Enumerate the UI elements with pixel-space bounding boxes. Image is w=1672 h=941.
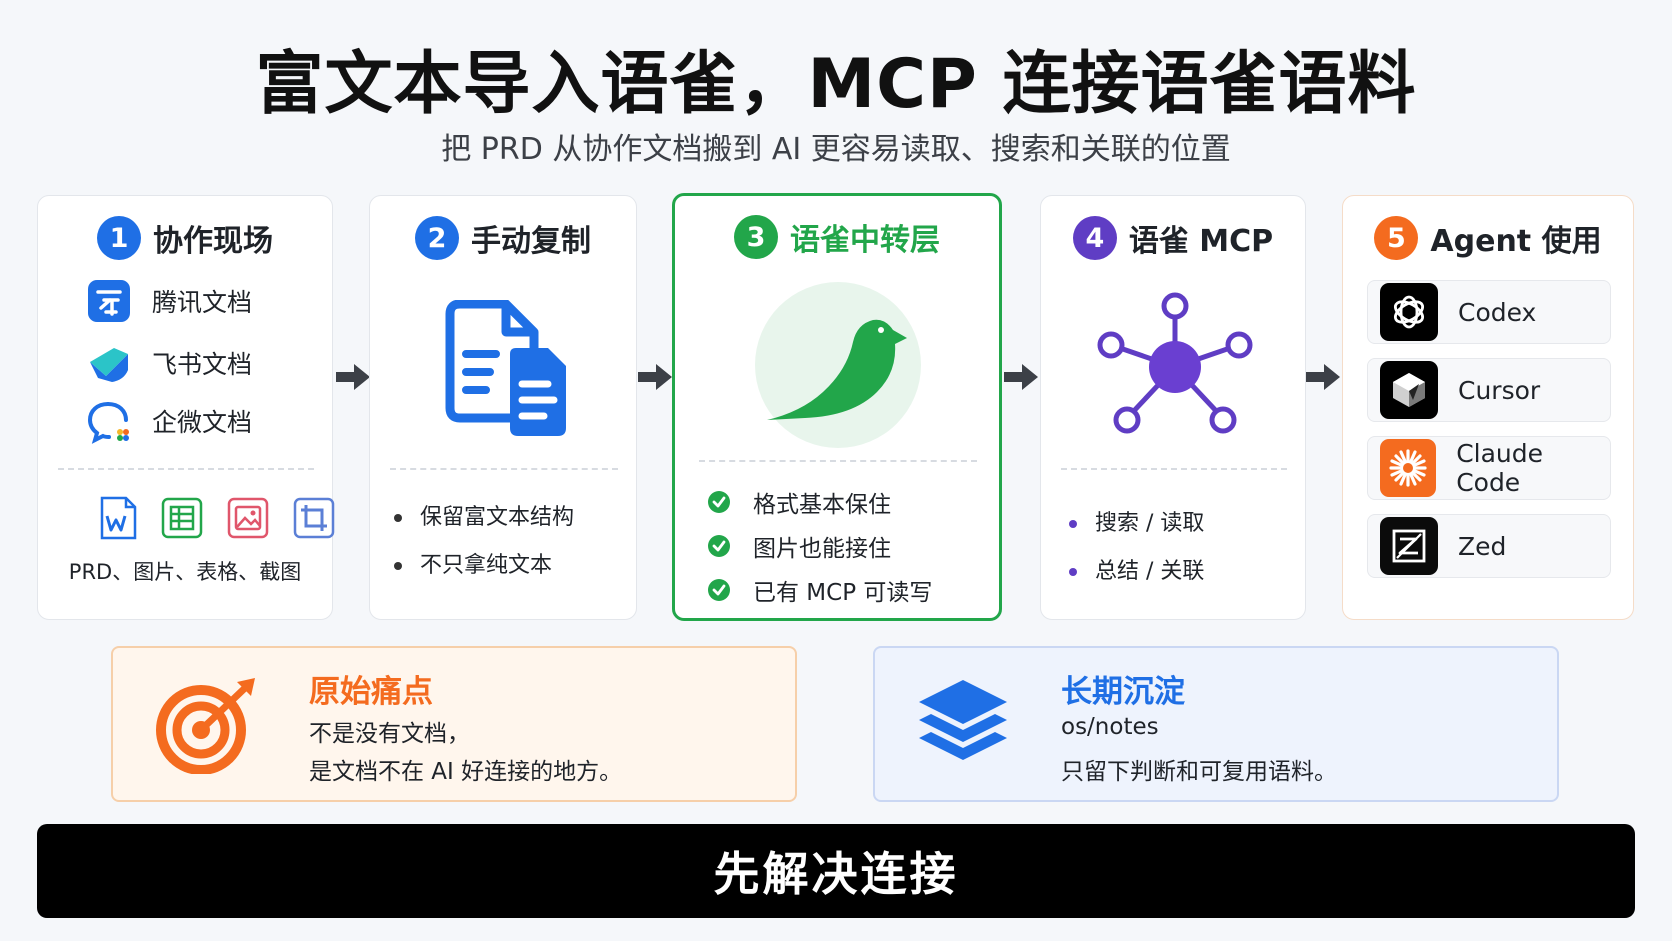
step-checklist: 格式基本保住 图片也能接住 已有 MCP 可读写 [707,480,932,612]
claude-icon [1380,439,1437,497]
cursor-icon [1380,361,1438,419]
step-number-badge: 3 [734,215,778,259]
check-item: 图片也能接住 [707,524,932,568]
app-label: 企微文档 [152,408,253,437]
divider [1061,468,1287,470]
flow-arrow-icon [638,364,672,390]
flow-arrow-icon [1004,364,1038,390]
check-circle-icon [708,491,730,513]
crop-icon [293,497,335,539]
bullet-item: 总结 / 关联 [1067,548,1204,596]
step-title: 协作现场 [153,224,273,259]
word-file-icon [100,496,137,540]
tencent-docs-icon [88,280,130,322]
feishu-docs-icon [90,348,128,382]
long-term-panel: 长期沉淀 os/notes 只留下判断和可复用语料。 [873,646,1559,802]
step-number-badge: 1 [97,216,141,260]
check-item: 格式基本保住 [707,480,932,524]
target-icon [156,678,255,774]
panel-line: os/notes [1061,714,1159,740]
divider [58,468,314,470]
step-card-copy: 2 手动复制 保留富文本结构 不只拿纯文本 [369,195,637,620]
divider [699,460,977,462]
step-number-badge: 4 [1072,216,1117,260]
copy-document-icon [445,300,566,436]
yuque-logo-circle [755,282,921,448]
step-header: 4 语雀 MCP [1041,216,1305,260]
agent-label: Claude Code [1456,439,1544,497]
agent-claude-code[interactable]: Claude Code [1367,436,1611,500]
panel-title: 长期沉淀 [1061,674,1185,710]
page-title: 富文本导入语雀，MCP 连接语雀语料 [255,45,1417,124]
step-number-badge: 2 [415,216,459,260]
step-card-yuque: 3 语雀中转层 格式基本保住 图片也能接住 已有 MCP 可读写 [672,193,1002,621]
app-row-wecom: 企微文档 [86,398,252,444]
check-item: 已有 MCP 可读写 [707,568,932,612]
panel-line: 只留下判断和可复用语料。 [1061,759,1337,785]
agent-zed[interactable]: Zed [1367,514,1611,578]
step-card-agents: 5 Agent 使用 Codex Cursor [1342,195,1634,620]
step-title: 语雀 MCP [1128,224,1274,259]
agent-label: Cursor [1458,375,1541,405]
file-type-caption: PRD、图片、表格、截图 [68,560,302,584]
step-header: 5 Agent 使用 [1343,216,1633,260]
app-label: 飞书文档 [152,350,253,379]
step-title: Agent 使用 [1430,224,1602,259]
image-file-icon [227,497,269,539]
divider [390,468,618,470]
pain-point-panel: 原始痛点 不是没有文档， 是文档不在 AI 好连接的地方。 [111,646,797,802]
file-type-icons [98,496,358,540]
conclusion-banner: 先解决连接 [37,824,1635,918]
app-label: 腾讯文档 [152,288,253,317]
step-bullets: 保留富文本结构 不只拿纯文本 [392,494,574,590]
agent-codex[interactable]: Codex [1367,280,1611,344]
bullet-item: 搜索 / 读取 [1067,500,1204,548]
flow-arrow-icon [1306,364,1340,390]
app-row-tencent: 腾讯文档 [86,278,252,324]
page-subtitle: 把 PRD 从协作文档搬到 AI 更容易读取、搜索和关联的位置 [441,132,1231,167]
agent-cursor[interactable]: Cursor [1367,358,1611,422]
step-title: 手动复制 [471,224,591,259]
bullet-item: 保留富文本结构 [392,494,574,542]
check-circle-icon [708,579,730,601]
zed-icon [1380,517,1438,575]
check-circle-icon [708,535,730,557]
step-bullets: 搜索 / 读取 总结 / 关联 [1067,500,1204,596]
agent-label: Codex [1458,297,1537,327]
panel-line: 是文档不在 AI 好连接的地方。 [309,759,623,785]
step-number-badge: 5 [1374,216,1419,260]
openai-icon [1380,283,1438,341]
app-row-feishu: 飞书文档 [86,340,252,386]
agent-label: Zed [1458,531,1507,561]
step-header: 2 手动复制 [370,216,636,260]
panel-line: 不是没有文档， [309,721,470,747]
yuque-bird-icon [767,319,907,420]
bullet-item: 不只拿纯文本 [392,542,574,590]
step-title: 语雀中转层 [790,223,940,258]
wecom-docs-icon [87,402,129,444]
step-card-collab: 1 协作现场 腾讯文档 飞书文档 企微文档 [37,195,335,620]
network-hub-icon [1097,292,1253,434]
panel-title: 原始痛点 [309,674,433,710]
sheet-file-icon [161,497,203,539]
layers-icon [919,680,1007,760]
step-header: 1 协作现场 [38,216,332,260]
flow-arrow-icon [336,364,370,390]
step-header: 3 语雀中转层 [675,215,999,259]
step-card-mcp: 4 语雀 MCP 搜索 / 读取 总结 / 关联 [1040,195,1306,620]
